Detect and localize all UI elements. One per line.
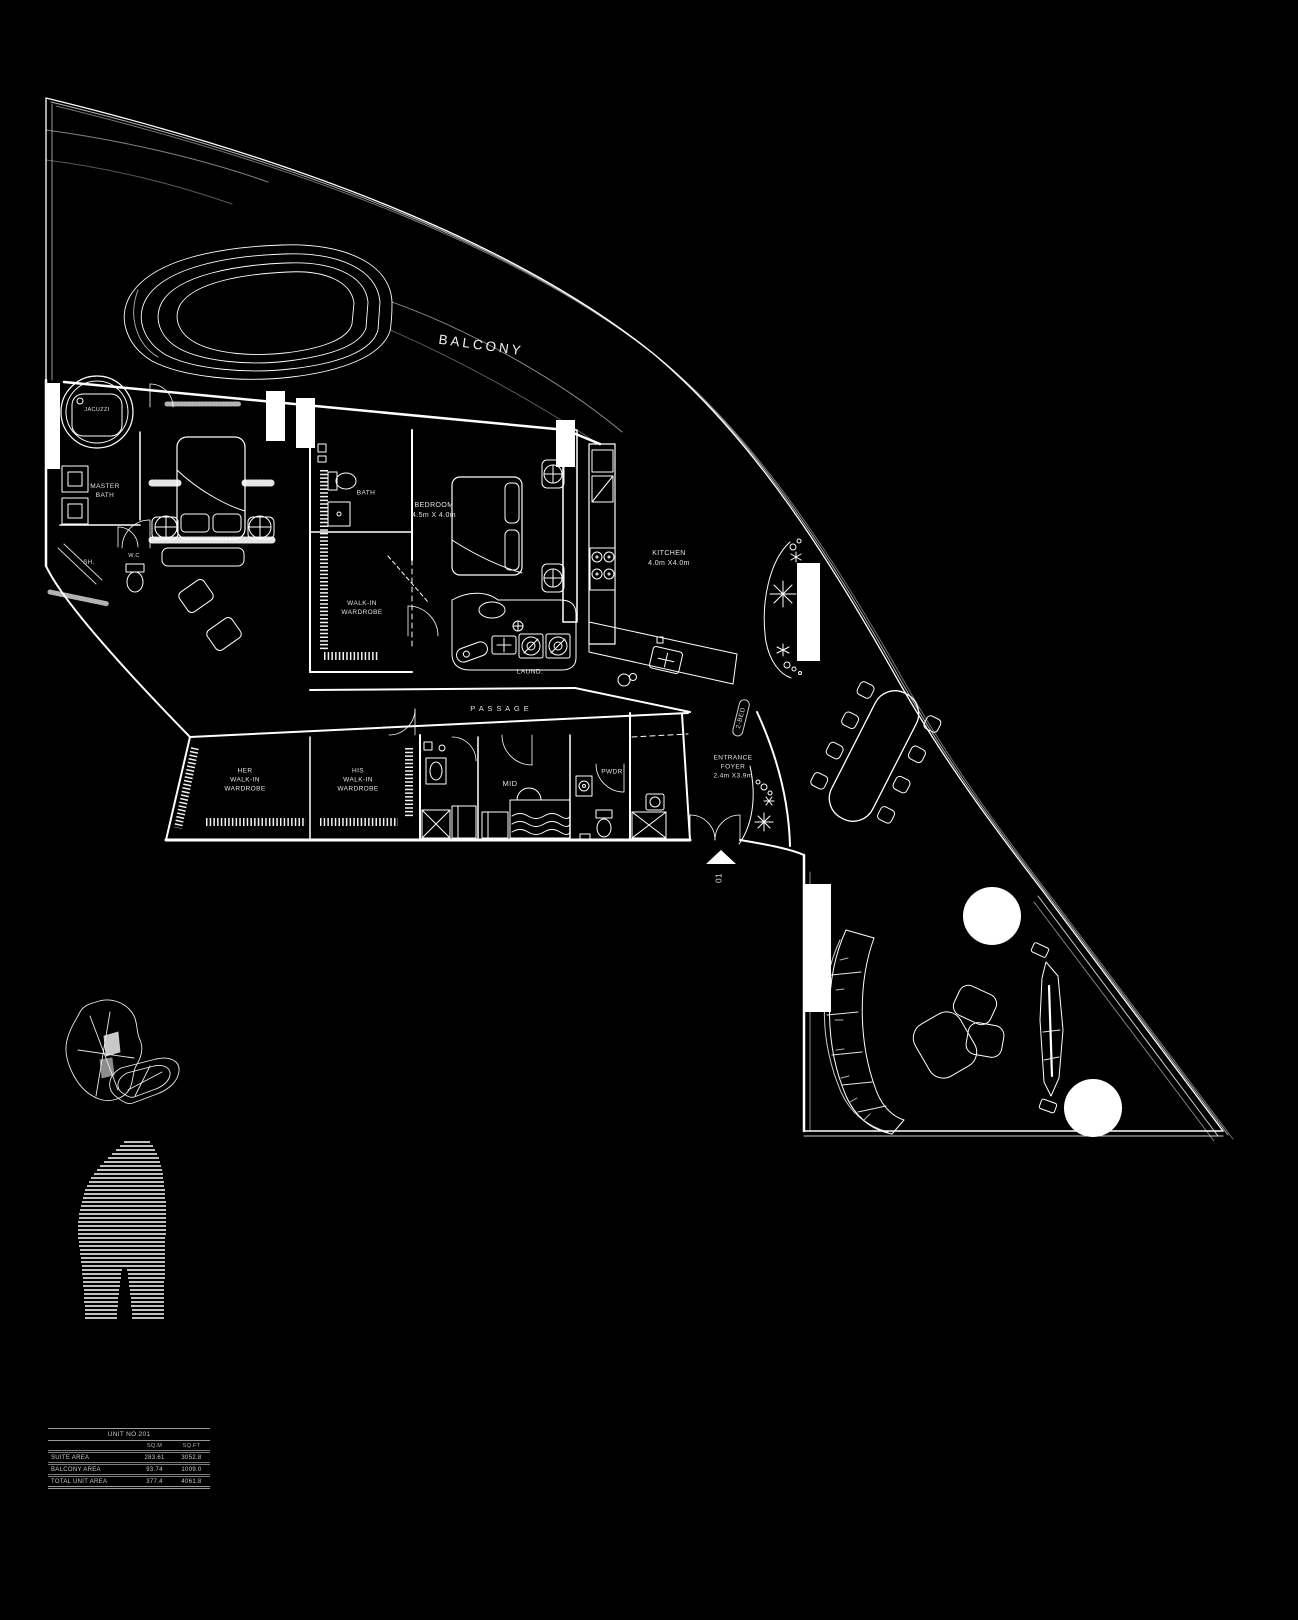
entry-closet bbox=[631, 793, 667, 839]
master-bed bbox=[148, 401, 277, 651]
bath-fixtures bbox=[317, 443, 357, 527]
kitchen-fixtures bbox=[588, 443, 738, 687]
balcony-pool bbox=[123, 244, 623, 446]
tv-console bbox=[1030, 942, 1064, 1114]
area-col-sqm: SQ.M bbox=[136, 1440, 174, 1452]
mid-room-fixtures bbox=[481, 787, 571, 839]
powder-fixtures bbox=[575, 775, 613, 841]
bath-label: BATH bbox=[356, 489, 376, 497]
area-row-label: SUITE AREA bbox=[48, 1450, 137, 1464]
entrance-foyer-label: ENTRANCE FOYER 2.4m X3.9m bbox=[713, 754, 753, 780]
laundry-label: LAUND. bbox=[516, 668, 544, 676]
balcony-curve bbox=[45, 97, 1234, 1140]
unit-area-table: UNIT NO 201 SQ.M SQ.FT SUITE AREA 283.61… bbox=[48, 1428, 210, 1489]
door-swings bbox=[117, 383, 741, 841]
jacuzzi bbox=[60, 375, 134, 449]
keyplan bbox=[65, 999, 180, 1104]
room-partitions bbox=[59, 429, 791, 847]
powder-room-label: PWDR bbox=[601, 768, 623, 776]
mid-room-label: MID bbox=[502, 778, 518, 788]
bedroom-label: BEDROOM 4.5m X 4.0m bbox=[411, 502, 457, 519]
area-row-sqft: 4061.8 bbox=[173, 1474, 210, 1488]
kitchen-label: KITCHEN 4.0m X4.0m bbox=[648, 550, 690, 567]
dining-set bbox=[810, 681, 942, 824]
area-row-label: BALCONY AREA bbox=[48, 1462, 137, 1476]
entrance-marker bbox=[706, 850, 736, 864]
unit-walls bbox=[44, 378, 1224, 1142]
his-wardrobe-label: HIS WALK-IN WARDROBE bbox=[337, 767, 379, 793]
round-column bbox=[1064, 1079, 1122, 1137]
walkin-wardrobe-label: WALK-IN WARDROBE bbox=[341, 599, 383, 616]
tower-silhouette bbox=[78, 1141, 166, 1319]
round-column bbox=[963, 887, 1021, 945]
area-col-sqft: SQ.FT bbox=[173, 1440, 210, 1452]
area-row-sqft: 1009.0 bbox=[173, 1462, 210, 1476]
area-row-sqm: 377.4 bbox=[136, 1474, 174, 1488]
area-row-label: TOTAL UNIT AREA bbox=[48, 1474, 137, 1488]
area-row-sqft: 3052.8 bbox=[173, 1450, 210, 1464]
guest-bed bbox=[451, 459, 565, 593]
table-row: BALCONY AREA 93.74 1009.0 bbox=[48, 1462, 210, 1476]
armchair bbox=[912, 984, 1005, 1079]
table-row: TOTAL UNIT AREA 377.4 4061.8 bbox=[48, 1474, 210, 1488]
passage-label: P A S S A G E bbox=[470, 703, 530, 713]
master-bath-fixtures bbox=[47, 465, 145, 607]
planters bbox=[738, 538, 802, 845]
area-table-title: UNIT NO 201 bbox=[48, 1428, 210, 1441]
laundry-fixtures bbox=[451, 592, 577, 671]
area-table-spacer bbox=[48, 1441, 136, 1452]
wardrobe-hatches bbox=[174, 470, 413, 829]
her-wardrobe-label: HER WALK-IN WARDROBE bbox=[224, 767, 266, 793]
shower-label: SH. bbox=[83, 559, 95, 566]
table-row: SUITE AREA 283.61 3052.8 bbox=[48, 1450, 210, 1464]
structural-columns bbox=[46, 383, 1122, 1137]
jacuzzi-label: JACUZZI bbox=[84, 407, 110, 414]
maid-bath-fixtures bbox=[421, 741, 477, 839]
area-row-sqm: 93.74 bbox=[136, 1462, 174, 1476]
wc-label: W.C bbox=[128, 553, 140, 560]
master-bath-label: MASTER BATH bbox=[90, 482, 120, 499]
sofa bbox=[823, 929, 905, 1135]
area-row-sqm: 283.61 bbox=[136, 1450, 174, 1464]
unit-number-label: 01 bbox=[714, 873, 724, 883]
